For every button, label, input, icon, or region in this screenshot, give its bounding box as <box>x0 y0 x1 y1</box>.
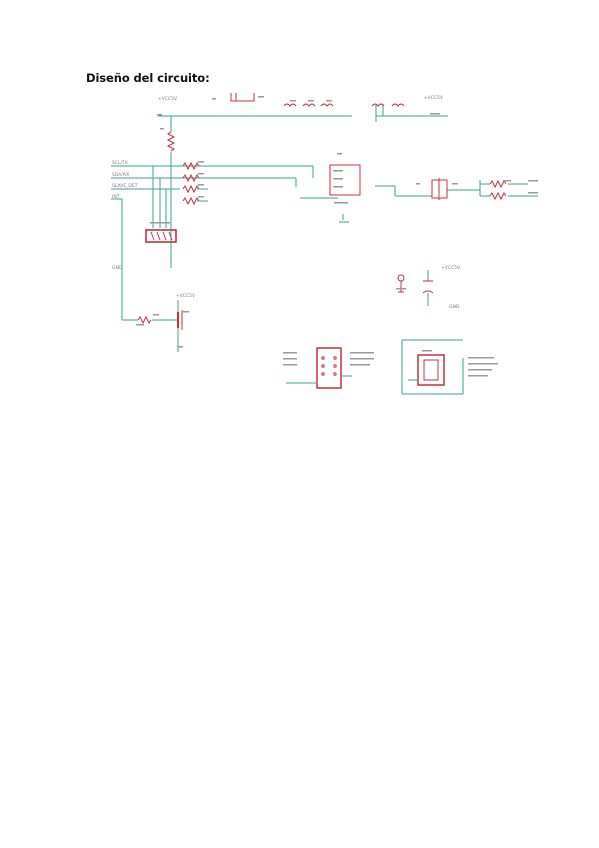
schematic-labels: +VCC5V +VCC5V SCL/TX SDA/RX SLAVE_DET IN… <box>112 95 461 310</box>
net-label-cap-gnd: GND <box>449 304 460 310</box>
net-label-top-left: +VCC5V <box>158 96 178 102</box>
schematic-components <box>137 93 507 389</box>
net-label-scl: SCL/TX <box>112 160 128 166</box>
net-label-gnd: GND <box>112 265 123 271</box>
net-label-sda: SDA/RX <box>112 172 129 178</box>
designator-marks <box>136 96 538 377</box>
net-label-int: INT <box>112 194 120 200</box>
schematic-wires <box>111 104 538 395</box>
net-label-transistor: +VCC5V <box>176 293 196 299</box>
section-heading: Diseño del circuito: <box>86 71 210 85</box>
net-label-top-right: +VCC5V <box>424 95 444 101</box>
net-label-slave-det: SLAVE_DET <box>112 183 138 189</box>
net-label-cap: +VCC5V <box>441 265 461 271</box>
